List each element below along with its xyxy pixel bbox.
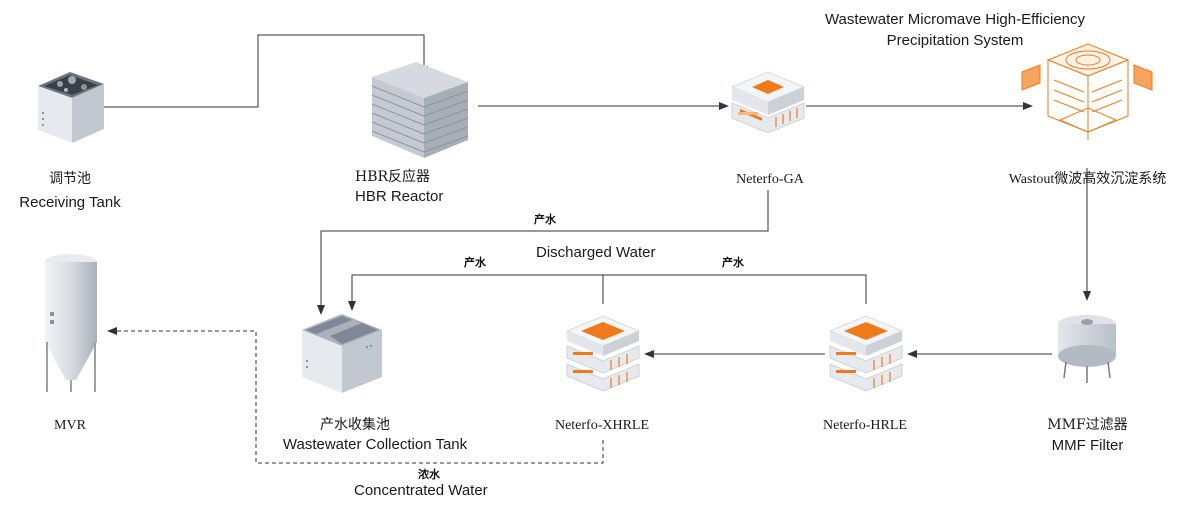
flow-concentrate-to-mvr	[107, 327, 604, 464]
xhrle-product-water-tag: 产水	[464, 256, 486, 269]
neterfo-xhrle-icon	[565, 315, 641, 392]
neterfo-ga-icon	[730, 71, 806, 134]
collection-tank-icon	[302, 314, 382, 393]
collection-tank-cn: 产水收集池	[320, 417, 390, 433]
mmf-filter-icon	[1058, 315, 1116, 383]
receiving-tank-en: Receiving Tank	[19, 194, 121, 211]
hbr-reactor-en: HBR Reactor	[355, 188, 444, 205]
hbr-reactor-cn: HBR反应器	[355, 169, 431, 185]
flow-hrle-product-water	[348, 274, 867, 311]
wastout-title-line2: Precipitation System	[886, 32, 1024, 49]
hrle-product-water-tag: 产水	[722, 256, 744, 269]
mmf-filter-en: MMF Filter	[1051, 437, 1124, 454]
mmf-filter-cn: MMF过滤器	[1047, 417, 1128, 433]
wastout-title: Wastewater Micromave High-Efficiency Pre…	[790, 11, 1120, 50]
neterfo-ga-label: Neterfo-GA	[736, 172, 804, 187]
collection-tank-label: 产水收集池 Wastewater Collection Tank	[265, 416, 485, 454]
neterfo-hrle-icon	[828, 315, 904, 392]
mvr-icon	[45, 254, 97, 392]
flow-ga-product-water	[317, 190, 769, 315]
mmf-filter-label: MMF过滤器 MMF Filter	[1030, 416, 1145, 455]
neterfo-xhrle-label: Neterfo-XHRLE	[554, 418, 650, 433]
wastout-title-line1: Wastewater Micromave High-Efficiency	[824, 11, 1086, 28]
concentrate-tag: 浓水	[418, 468, 440, 481]
flow-receiving-to-hbr	[100, 34, 428, 108]
hbr-reactor-label: HBR反应器 HBR Reactor	[355, 168, 475, 206]
wastout-label: Wastout微波高效沉淀系统	[1008, 172, 1167, 187]
discharged-water-label: Discharged Water	[536, 244, 656, 261]
receiving-tank-icon	[38, 72, 104, 143]
flow-lines	[100, 34, 1091, 464]
wastout-system-icon	[1021, 43, 1153, 140]
hbr-reactor-icon	[371, 62, 469, 158]
mvr-label: MVR	[54, 418, 86, 433]
concentrated-water-label: Concentrated Water	[354, 482, 488, 499]
ga-product-water-tag: 产水	[534, 213, 556, 226]
neterfo-hrle-label: Neterfo-HRLE	[823, 418, 907, 433]
receiving-tank-cn: 调节池	[49, 171, 91, 187]
receiving-tank-label: 调节池 Receiving Tank	[10, 170, 130, 212]
collection-tank-en: Wastewater Collection Tank	[282, 436, 468, 453]
